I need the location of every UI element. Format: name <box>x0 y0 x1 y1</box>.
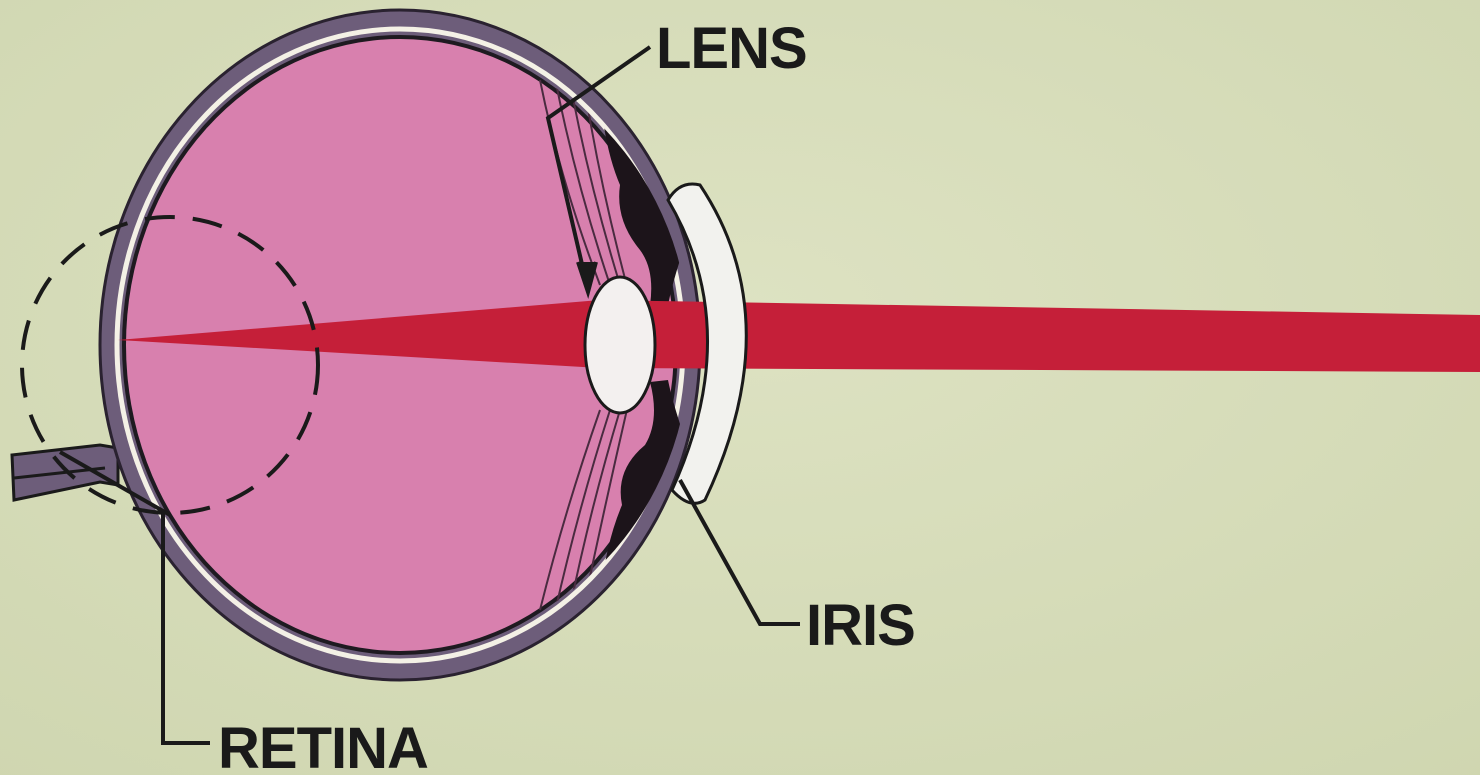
label-iris: IRIS <box>806 593 915 658</box>
label-lens: LENS <box>656 16 807 81</box>
label-retina: RETINA <box>218 716 428 775</box>
lens-shape <box>585 277 655 413</box>
